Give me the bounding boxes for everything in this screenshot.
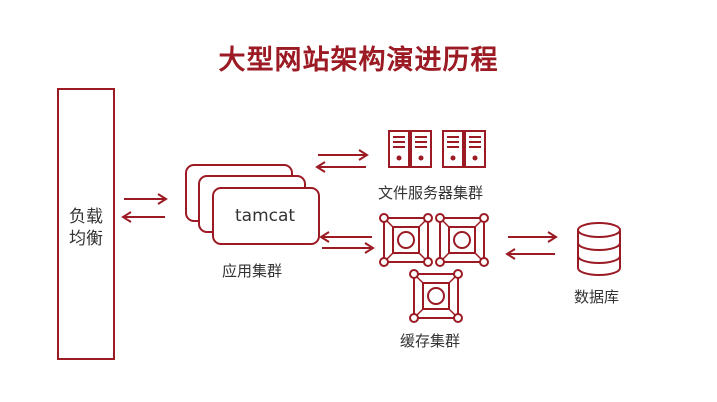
load-balancer-box bbox=[57, 88, 115, 360]
cache-node-icon-3 bbox=[409, 269, 463, 323]
database-label: 数据库 bbox=[574, 288, 620, 306]
app-cluster-stack bbox=[185, 164, 320, 245]
file-server-icon-1 bbox=[388, 130, 410, 168]
cache-node-icon-2 bbox=[435, 213, 489, 267]
cache-db-arrows bbox=[505, 231, 558, 260]
app-cluster-label: 应用集群 bbox=[222, 262, 283, 280]
load-balancer-label: 负载 均衡 bbox=[57, 206, 115, 250]
load-balancer-label-line2: 均衡 bbox=[69, 229, 103, 249]
file-server-icon-4 bbox=[464, 130, 486, 168]
file-server-icons bbox=[388, 130, 486, 168]
cache-node-icons bbox=[379, 213, 489, 323]
file-server-icon-3 bbox=[442, 130, 464, 168]
diagram-title: 大型网站架构演进历程 bbox=[218, 45, 499, 76]
cache-cluster-label: 缓存集群 bbox=[400, 332, 461, 350]
lb-app-arrows bbox=[121, 193, 168, 223]
file-cluster-label: 文件服务器集群 bbox=[378, 184, 484, 202]
database-icon bbox=[577, 222, 621, 276]
app-file-arrows bbox=[315, 149, 369, 173]
app-cache-arrows bbox=[319, 231, 375, 254]
file-server-icon-2 bbox=[410, 130, 432, 168]
load-balancer-label-line1: 负载 bbox=[69, 207, 103, 227]
cache-node-icon-1 bbox=[379, 213, 433, 267]
tamcat-server-label: tamcat bbox=[235, 206, 296, 226]
